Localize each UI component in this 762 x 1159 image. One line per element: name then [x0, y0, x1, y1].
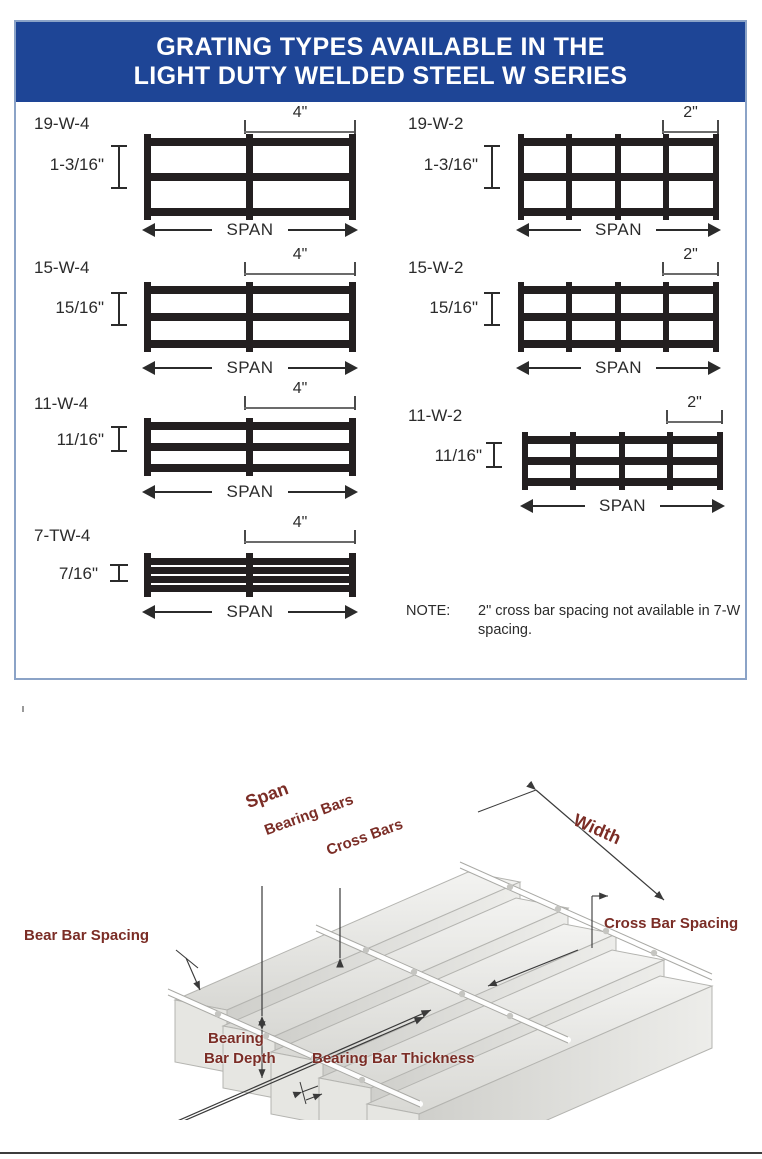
height-marker-icon	[110, 564, 128, 582]
header-line-2: LIGHT DUTY WELDED STEEL W SERIES	[133, 62, 628, 90]
span-dimension: SPAN	[516, 220, 721, 240]
span-label: SPAN	[226, 482, 274, 501]
grating-drawing	[522, 432, 723, 490]
spacing-dimension: 4"	[244, 514, 356, 544]
grating-drawing	[144, 282, 356, 352]
figure-label: 15-W-2	[408, 258, 464, 277]
iso-label-bearing-bar-depth-line1: Bearing	[208, 1030, 264, 1047]
iso-label-bear-bar-spacing: Bear Bar Spacing	[24, 927, 150, 944]
height-label: 11/16"	[434, 446, 482, 465]
isometric-grating-diagram: Span Bearing Bars Cross Bars Width Cross…	[0, 700, 762, 1120]
header-line-1: GRATING TYPES AVAILABLE IN THE	[156, 33, 605, 61]
figure-label: 19-W-4	[34, 114, 90, 133]
span-dimension: SPAN	[520, 496, 725, 516]
figure-15-W-4: 15-W-4 15/16" 4"	[16, 246, 381, 392]
span-dimension: SPAN	[142, 602, 358, 622]
bottom-divider	[0, 1152, 762, 1154]
figure-label: 11-W-2	[408, 406, 463, 425]
span-dimension: SPAN	[142, 220, 358, 240]
span-top-measure	[175, 1008, 432, 1120]
spacing-label: 4"	[292, 246, 308, 263]
bearing-bar-thickness-measure	[292, 1085, 319, 1099]
span-dimension: SPAN	[142, 358, 358, 378]
grating-drawing	[518, 134, 719, 220]
figure-label: 7-TW-4	[34, 526, 91, 545]
span-dimension: SPAN	[142, 482, 358, 502]
spacing-label: 4"	[292, 380, 308, 397]
height-label: 15/16"	[429, 298, 478, 317]
height-label: 11/16"	[56, 430, 104, 449]
figure-19-W-4: 19-W-4 1-3/16" 4"	[16, 102, 381, 252]
isometric-grating-illustration	[116, 771, 715, 1120]
figure-19-W-2: 19-W-2 1-3/16" 2"	[386, 102, 746, 252]
spacing-dimension: 2"	[666, 394, 723, 424]
bearing-bar-group	[173, 871, 714, 1120]
spacing-dimension: 2"	[662, 104, 719, 134]
cross-bar-spacing-measure	[487, 949, 579, 987]
span-label: SPAN	[598, 496, 647, 515]
figure-label: 11-W-4	[34, 394, 89, 413]
figure-15-W-2: 15-W-2 15/16" 2"	[386, 246, 746, 392]
spacing-label: 4"	[292, 104, 308, 121]
span-label: SPAN	[226, 220, 274, 239]
grating-drawing	[144, 418, 356, 476]
spacing-dimension: 4"	[244, 246, 356, 276]
height-marker-icon	[111, 145, 127, 189]
figure-11-W-2: 11-W-2 11/16" 2"	[386, 394, 746, 540]
figure-grid: 19-W-4 1-3/16" 4"	[16, 102, 745, 680]
note-body: 2" cross bar spacing not available in 7-…	[478, 603, 741, 638]
note-heading: NOTE:	[406, 603, 451, 619]
iso-label-cross-bar-spacing: Cross Bar Spacing	[604, 915, 739, 932]
figure-7-TW-4: 7-TW-4 7/16" 4"	[16, 514, 381, 650]
height-label: 15/16"	[55, 298, 104, 317]
panel-header: GRATING TYPES AVAILABLE IN THE LIGHT DUT…	[16, 22, 745, 102]
iso-label-bearing-bar-thickness: Bearing Bar Thickness	[312, 1050, 475, 1067]
spacing-dimension: 4"	[244, 380, 356, 410]
spacing-dimension: 4"	[244, 104, 356, 134]
height-marker-icon	[111, 292, 127, 326]
figure-label: 15-W-4	[34, 258, 90, 277]
spacing-label: 2"	[683, 104, 698, 121]
grating-drawing	[144, 553, 356, 597]
height-marker-icon	[111, 426, 127, 452]
height-label: 1-3/16"	[49, 155, 104, 174]
spacing-label: 2"	[683, 246, 698, 263]
height-label: 7/16"	[58, 564, 98, 583]
spacing-dimension: 2"	[662, 246, 719, 276]
span-label: SPAN	[594, 220, 643, 239]
spacing-label: 2"	[687, 394, 702, 411]
figure-label: 19-W-2	[408, 114, 464, 133]
figure-11-W-4: 11-W-4 11/16" 4"	[16, 380, 381, 522]
iso-label-bearing-bar-depth-line2: Bar Depth	[204, 1050, 276, 1067]
span-label: SPAN	[594, 358, 643, 377]
grating-drawing	[144, 134, 356, 220]
span-label: SPAN	[226, 602, 274, 621]
width-measure-arrow	[526, 780, 665, 901]
height-marker-icon	[484, 145, 500, 189]
bear-bar-spacing-measure	[185, 957, 201, 991]
grating-types-panel: GRATING TYPES AVAILABLE IN THE LIGHT DUT…	[14, 20, 747, 680]
height-marker-icon	[484, 292, 500, 326]
span-label: SPAN	[226, 358, 274, 377]
height-label: 1-3/16"	[423, 155, 478, 174]
span-dimension: SPAN	[516, 358, 721, 378]
grating-drawing	[518, 282, 719, 352]
width-tick-top	[477, 789, 537, 813]
stray-mark	[22, 706, 24, 712]
span-measure-arrow	[116, 1009, 432, 1120]
height-marker-icon	[486, 442, 502, 468]
spacing-label: 4"	[292, 514, 308, 531]
